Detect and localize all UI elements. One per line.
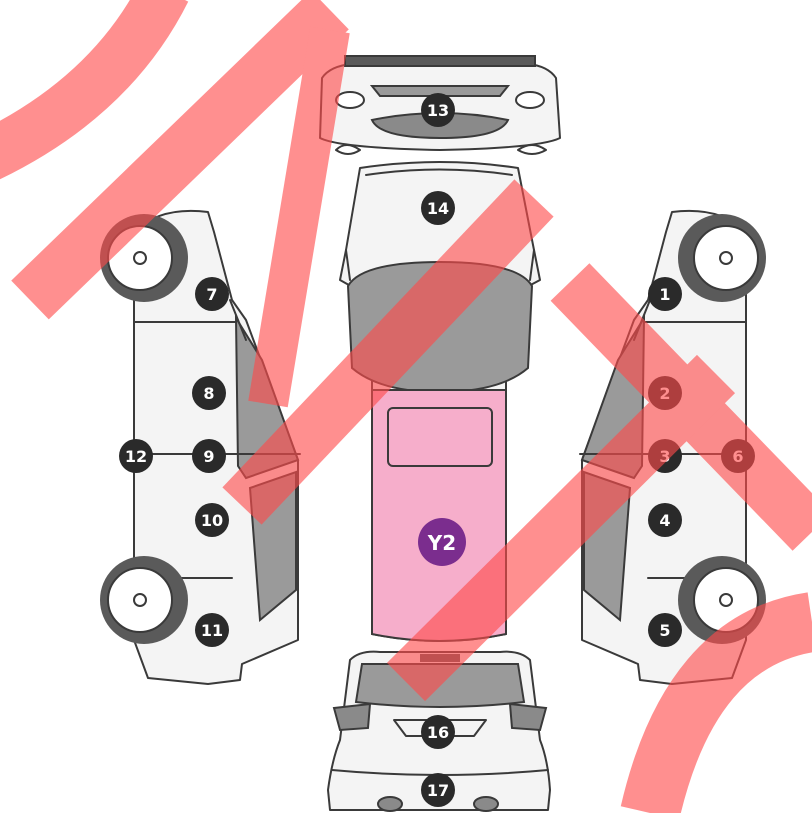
svg-text:12: 12 [125, 447, 147, 466]
svg-text:10: 10 [201, 511, 223, 530]
svg-text:8: 8 [203, 384, 214, 403]
zone-marker-8[interactable]: 8 [192, 376, 226, 410]
svg-text:9: 9 [203, 447, 214, 466]
zone-marker-1[interactable]: 1 [648, 277, 682, 311]
svg-text:Y2: Y2 [427, 531, 456, 555]
zone-marker-4[interactable]: 4 [648, 503, 682, 537]
svg-text:14: 14 [427, 199, 449, 218]
svg-text:11: 11 [201, 621, 223, 640]
svg-text:4: 4 [659, 511, 670, 530]
zone-marker-9[interactable]: 9 [192, 439, 226, 473]
svg-text:16: 16 [427, 723, 449, 742]
right-front-wheel [678, 214, 766, 302]
zone-marker-11[interactable]: 11 [195, 613, 229, 647]
zone-marker-7[interactable]: 7 [195, 277, 229, 311]
zone-marker-14[interactable]: 14 [421, 191, 455, 225]
zone-marker-13[interactable]: 13 [421, 93, 455, 127]
zone-marker-16[interactable]: 16 [421, 715, 455, 749]
svg-text:7: 7 [206, 285, 217, 304]
zone-marker-17[interactable]: 17 [421, 773, 455, 807]
left-rear-wheel [100, 556, 188, 644]
damage-marker-y2[interactable]: Y2 [418, 518, 466, 566]
zone-marker-10[interactable]: 10 [195, 503, 229, 537]
svg-text:13: 13 [427, 101, 449, 120]
zone-marker-5[interactable]: 5 [648, 613, 682, 647]
svg-text:1: 1 [659, 285, 670, 304]
zone-marker-12[interactable]: 12 [119, 439, 153, 473]
svg-text:17: 17 [427, 781, 449, 800]
svg-text:5: 5 [659, 621, 670, 640]
